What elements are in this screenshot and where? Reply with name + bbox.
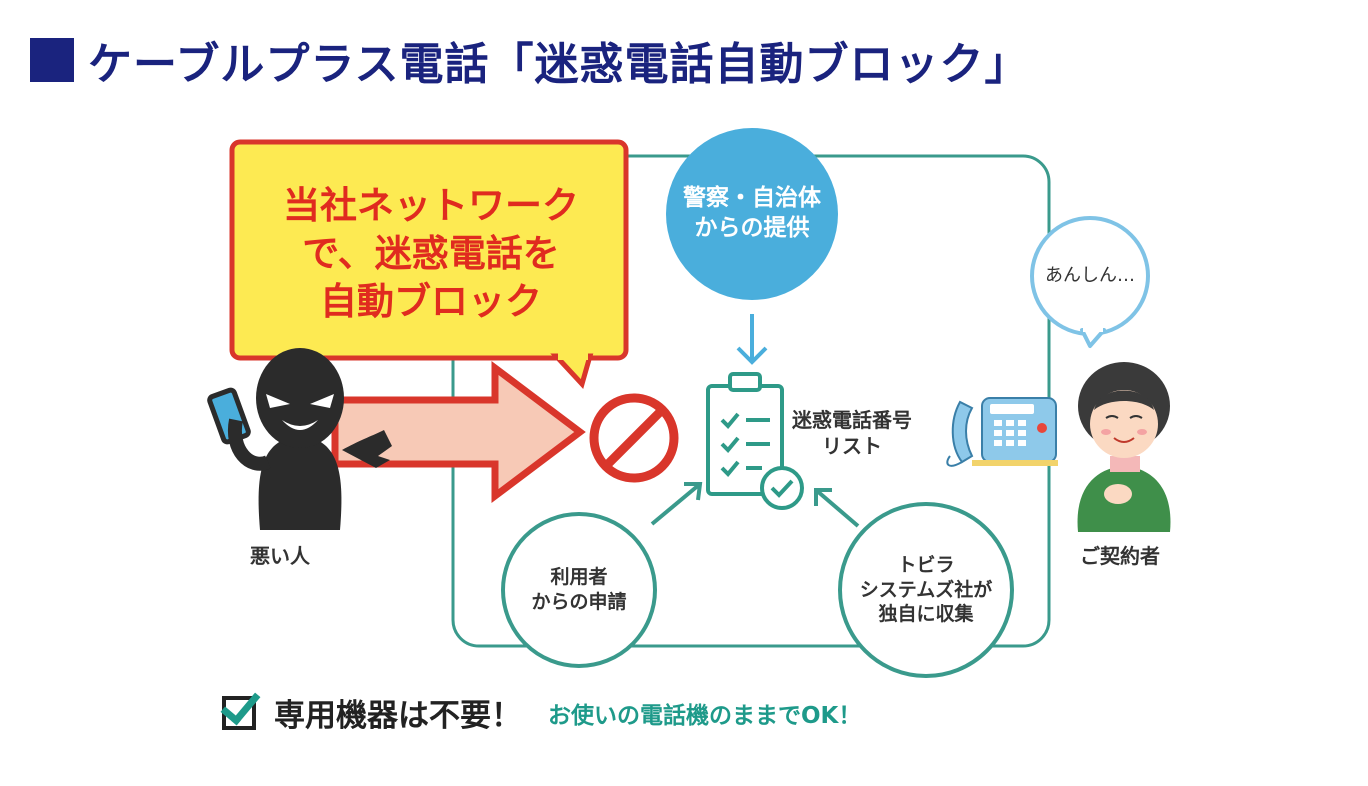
callout-text: 当社ネットワーク で、迷惑電話を 自動ブロック: [236, 148, 626, 360]
list-label-line: 迷惑電話番号: [792, 408, 912, 432]
speech-text: あんしん…: [1045, 265, 1135, 286]
checkbox-icon: [220, 683, 261, 730]
bottom-main-text: 専用機器は不要！: [274, 698, 522, 734]
bad-person-illustration: [207, 348, 392, 530]
callout-line: 自動ブロック: [320, 280, 542, 324]
arrow-from-user-icon: [650, 482, 703, 526]
tobira-line: トビラ: [897, 553, 955, 576]
police-circle: [666, 128, 838, 300]
home-phone-illustration: [946, 397, 1058, 467]
tobira-line: システムズ社が: [859, 578, 993, 601]
bad-person-label: 悪い人: [250, 544, 310, 568]
title-square-icon: [30, 38, 74, 82]
callout-bubble: [229, 139, 629, 389]
bottom-sub-text: お使いの電話機のままでOK！: [548, 702, 862, 729]
user-request-circle: [501, 512, 657, 668]
callout-line: 当社ネットワーク: [283, 183, 579, 227]
customer-illustration: [1077, 362, 1171, 532]
arrow-down-icon: [736, 314, 768, 365]
page-title: ケーブルプラス電話「迷惑電話自動ブロック」: [30, 28, 1029, 92]
block-icon: [589, 393, 679, 483]
arrow-from-tobira-icon: [814, 488, 860, 528]
tobira-line: 独自に収集: [878, 603, 974, 626]
police-circle-text: 警察・自治体 からの提供: [666, 128, 838, 300]
police-line: 警察・自治体: [683, 185, 821, 212]
customer-label: ご契約者: [1080, 544, 1160, 568]
page-title-text: ケーブルプラス電話「迷惑電話自動ブロック」: [88, 39, 1030, 90]
list-label-line: リスト: [822, 433, 882, 458]
speech-bubble: [1030, 216, 1150, 348]
checklist-icon: [706, 372, 804, 510]
user-request-text: 利用者 からの申請: [502, 520, 656, 660]
callout-line: で、迷惑電話を: [302, 231, 560, 275]
tobira-circle: [838, 502, 1014, 678]
list-label: 迷惑電話番号 リスト: [792, 408, 912, 459]
user-line: 利用者: [550, 566, 608, 589]
police-line: からの提供: [694, 215, 810, 241]
bottom-note: 専用機器は不要！ お使いの電話機のままでOK！: [220, 683, 862, 735]
attack-arrow: [331, 360, 586, 504]
user-line: からの申請: [531, 591, 627, 613]
tobira-text: トビラ システムズ社が 独自に収集: [838, 510, 1014, 670]
